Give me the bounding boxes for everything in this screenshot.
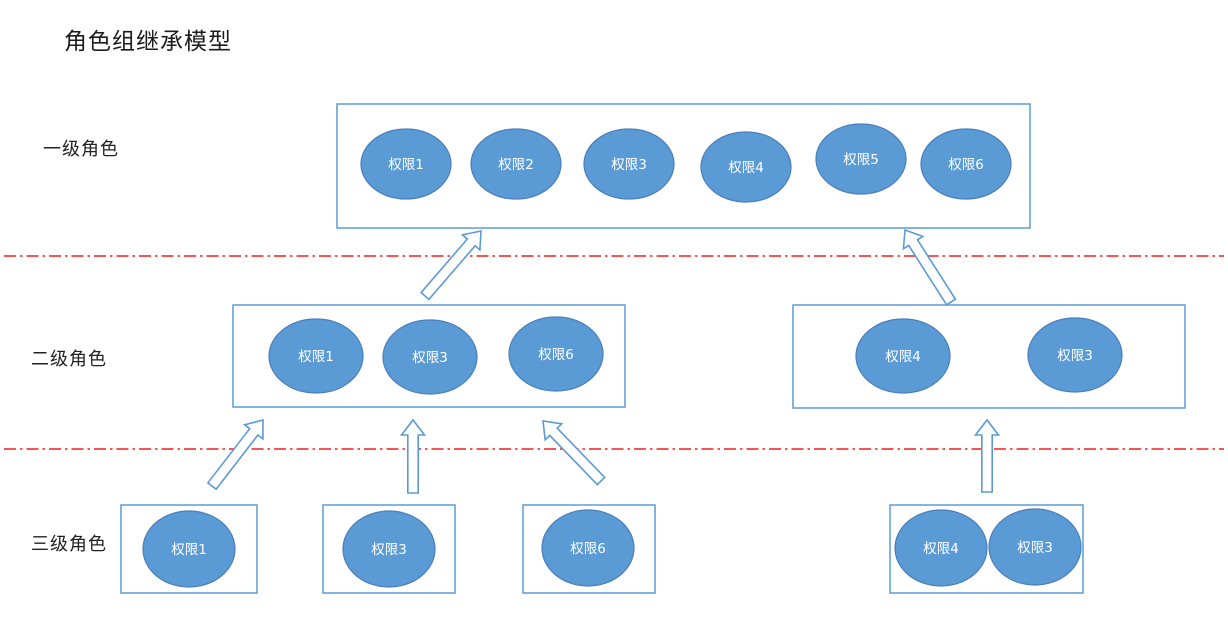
level-2-role-group-b-box [792, 304, 1186, 409]
permission-node-label: 权限5 [843, 151, 879, 168]
permission-node [920, 128, 1012, 200]
permission-node-label: 权限3 [1017, 539, 1053, 556]
inherit-arrow-l3a-to-l2a [206, 418, 264, 491]
permission-node-label: 权限1 [298, 348, 334, 365]
permission-node [1027, 317, 1123, 393]
permission-node-label: 权限3 [1057, 347, 1093, 364]
permission-node-label: 权限4 [728, 159, 764, 176]
inherit-arrow-l2b-to-l1 [902, 228, 957, 306]
permission-node-label: 权限6 [570, 540, 606, 557]
diagram-title: 角色组继承模型 [64, 29, 232, 55]
permission-node [988, 508, 1082, 586]
level-1-label: 一级角色 [43, 139, 119, 160]
permission-node [855, 318, 951, 394]
level-3-label: 三级角色 [31, 534, 107, 555]
permission-node [583, 128, 675, 200]
permission-node [815, 123, 907, 195]
permission-node [268, 318, 364, 394]
permission-node-label: 权限3 [611, 156, 647, 173]
inherit-arrow-l2a-to-l1 [419, 230, 482, 301]
permission-node [541, 509, 635, 587]
permission-node [700, 131, 792, 203]
permission-node-label: 权限4 [923, 540, 959, 557]
permission-node-label: 权限2 [498, 156, 534, 173]
inherit-arrow-l3b-to-l2a [399, 418, 427, 494]
permission-node-label: 权限6 [538, 346, 574, 363]
permission-node [342, 510, 436, 588]
permission-node-label: 权限4 [885, 348, 921, 365]
permission-node [360, 128, 452, 200]
permission-node [142, 510, 236, 588]
level-1-role-group-box [336, 103, 1031, 229]
inherit-arrow-l3d-to-l2b [973, 418, 1001, 493]
permission-node-label: 权限3 [412, 349, 448, 366]
inherit-arrow-l3c-to-l2a [542, 420, 606, 486]
permission-node-label: 权限3 [371, 541, 407, 558]
permission-node-label: 权限1 [388, 156, 424, 173]
level-2-label: 二级角色 [31, 349, 107, 370]
permission-node [382, 319, 478, 395]
permission-node [894, 509, 988, 587]
permission-node [508, 316, 604, 392]
permission-node-label: 权限1 [171, 541, 207, 558]
permission-node [470, 128, 562, 200]
permission-node-label: 权限6 [948, 156, 984, 173]
